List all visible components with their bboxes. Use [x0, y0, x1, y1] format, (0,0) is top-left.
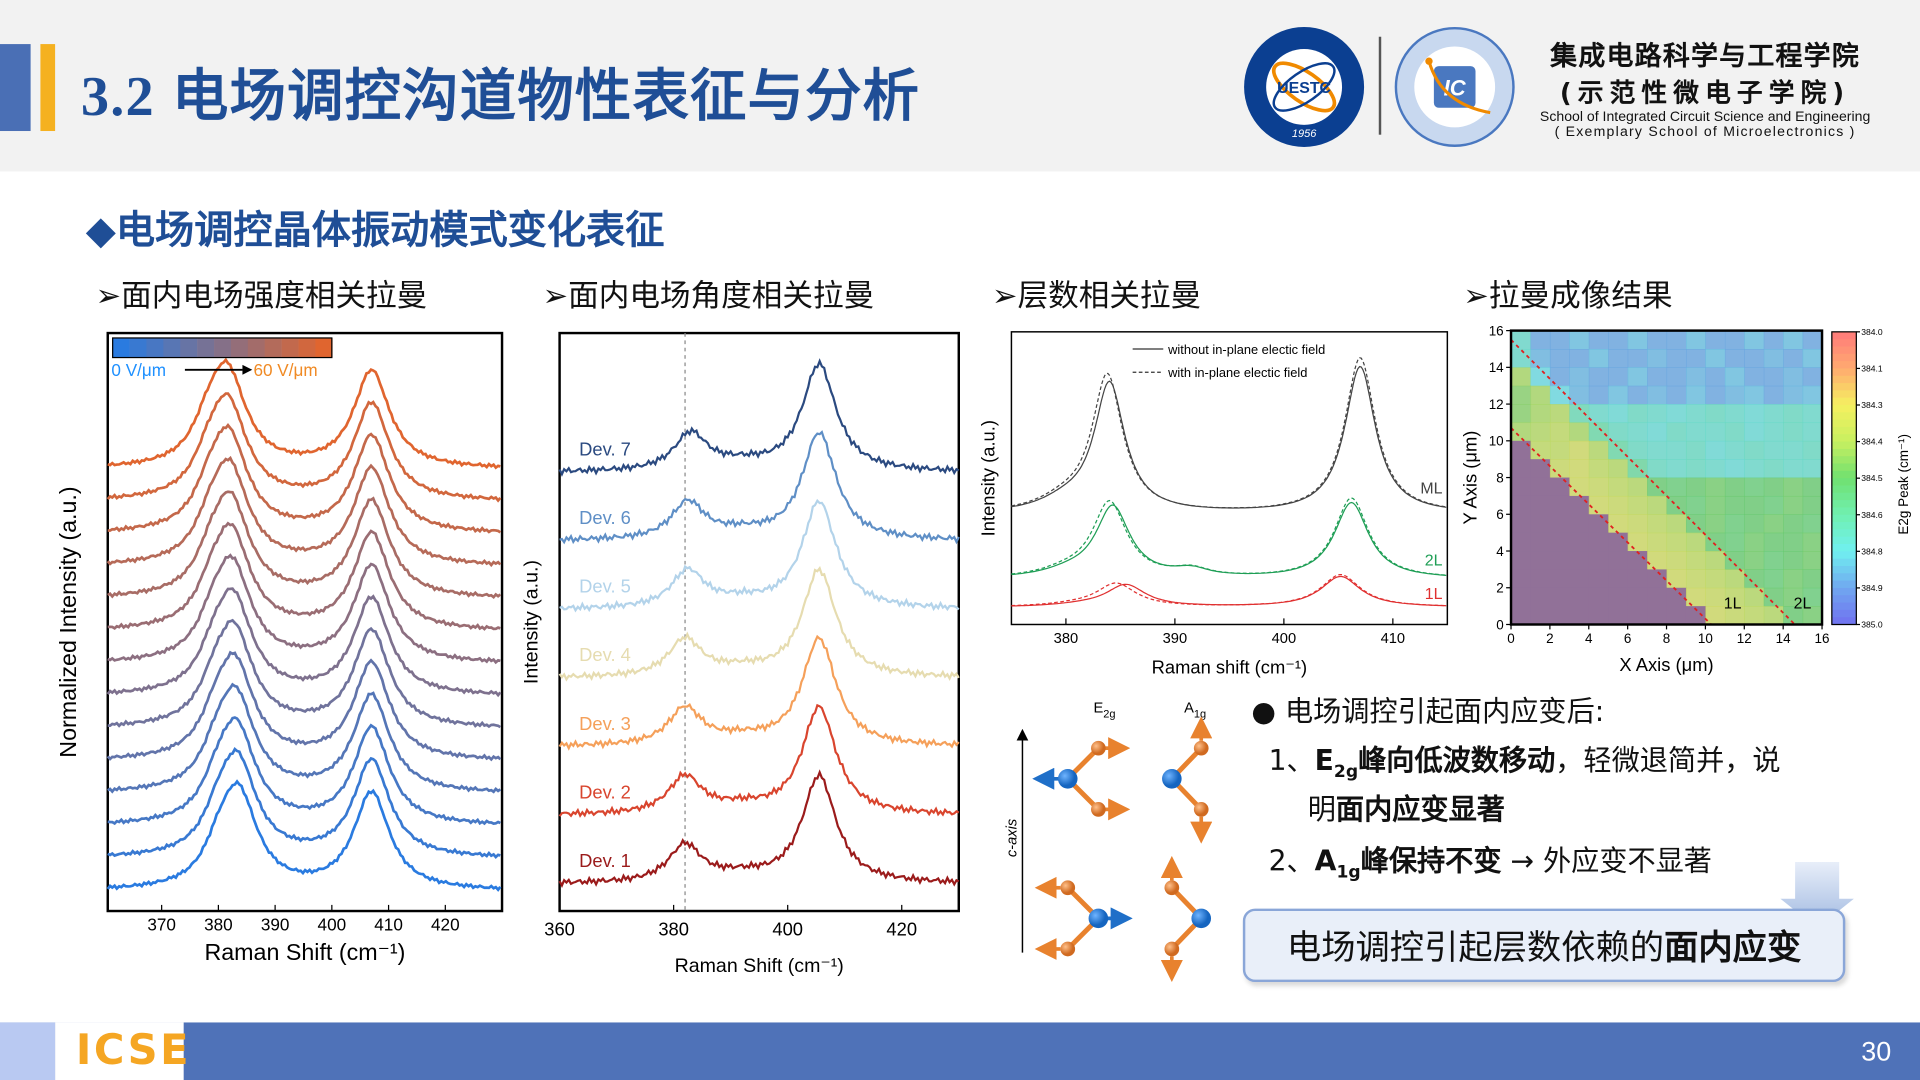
school-name-en: School of Integrated Circuit Science and…	[1539, 110, 1871, 125]
ic-logo: IC	[1394, 26, 1515, 147]
conclusion-bold: 面内应变	[1664, 926, 1802, 968]
a1g-mode-top	[1162, 716, 1213, 844]
logo-divider	[1378, 36, 1382, 135]
page-number: 30	[1861, 1035, 1892, 1067]
conclusion-text: 电场调控引起层数依赖的	[1286, 926, 1665, 968]
subtitle-layer: ➢层数相关拉曼	[991, 277, 1202, 314]
header-band	[0, 0, 1920, 172]
e2g-label: E2g	[1093, 701, 1115, 721]
c-axis-label: c-axis	[1004, 818, 1020, 857]
page-title: 3.2 电场调控沟道物性表征与分析	[81, 51, 920, 132]
subtitle-field-angle: ➢面内电场角度相关拉曼	[542, 277, 875, 314]
subtitle-field-strength: ➢面内电场强度相关拉曼	[95, 277, 428, 314]
title-accent-yellow	[40, 44, 56, 132]
a1g-label: A1g	[1184, 701, 1206, 721]
school-name-en-sub: ( Exemplary School of Microelectronics )	[1554, 124, 1856, 140]
e2g-mode-top	[1032, 737, 1131, 821]
section-title: ◆电场调控晶体振动模式变化表征	[85, 206, 665, 254]
title-accent-blue	[0, 44, 31, 132]
footer-accent	[0, 1022, 56, 1080]
bullet-intro: ● 电场调控引起面内应变后:	[1251, 696, 1605, 729]
footer-band	[0, 1022, 1920, 1080]
bullet-item-1: 1、E2g峰向低波数移动，轻微退简并，说	[1268, 745, 1781, 782]
school-name-cn-sub: (示范性微电子学院)	[1559, 78, 1851, 108]
subtitle-imaging: ➢拉曼成像结果	[1463, 277, 1673, 314]
conclusion-box: 电场调控引起层数依赖的面内应变	[1242, 908, 1846, 983]
bullet-item-1-cont: 明面内应变显著	[1307, 794, 1505, 827]
footer-logo-bg	[55, 1022, 184, 1080]
title-number: 3.2	[80, 64, 155, 128]
icse-logo: ICSE	[75, 1026, 191, 1076]
e2g-mode-bottom	[1034, 876, 1133, 961]
uestc-logo: UESTC 1956	[1244, 26, 1365, 147]
school-name: 集成电路科学与工程学院 (示范性微电子学院) School of Integra…	[1537, 34, 1874, 140]
bullet-item-2: 2、A1g峰保持不变 → 外应变不显著	[1268, 846, 1712, 883]
uestc-logo-text: UESTC	[1277, 80, 1331, 97]
a1g-mode-bottom	[1160, 855, 1212, 983]
uestc-logo-year: 1956	[1292, 128, 1317, 140]
school-name-cn: 集成电路科学与工程学院	[1550, 41, 1861, 73]
title-text: 电场调控沟道物性表征与分析	[172, 62, 921, 129]
